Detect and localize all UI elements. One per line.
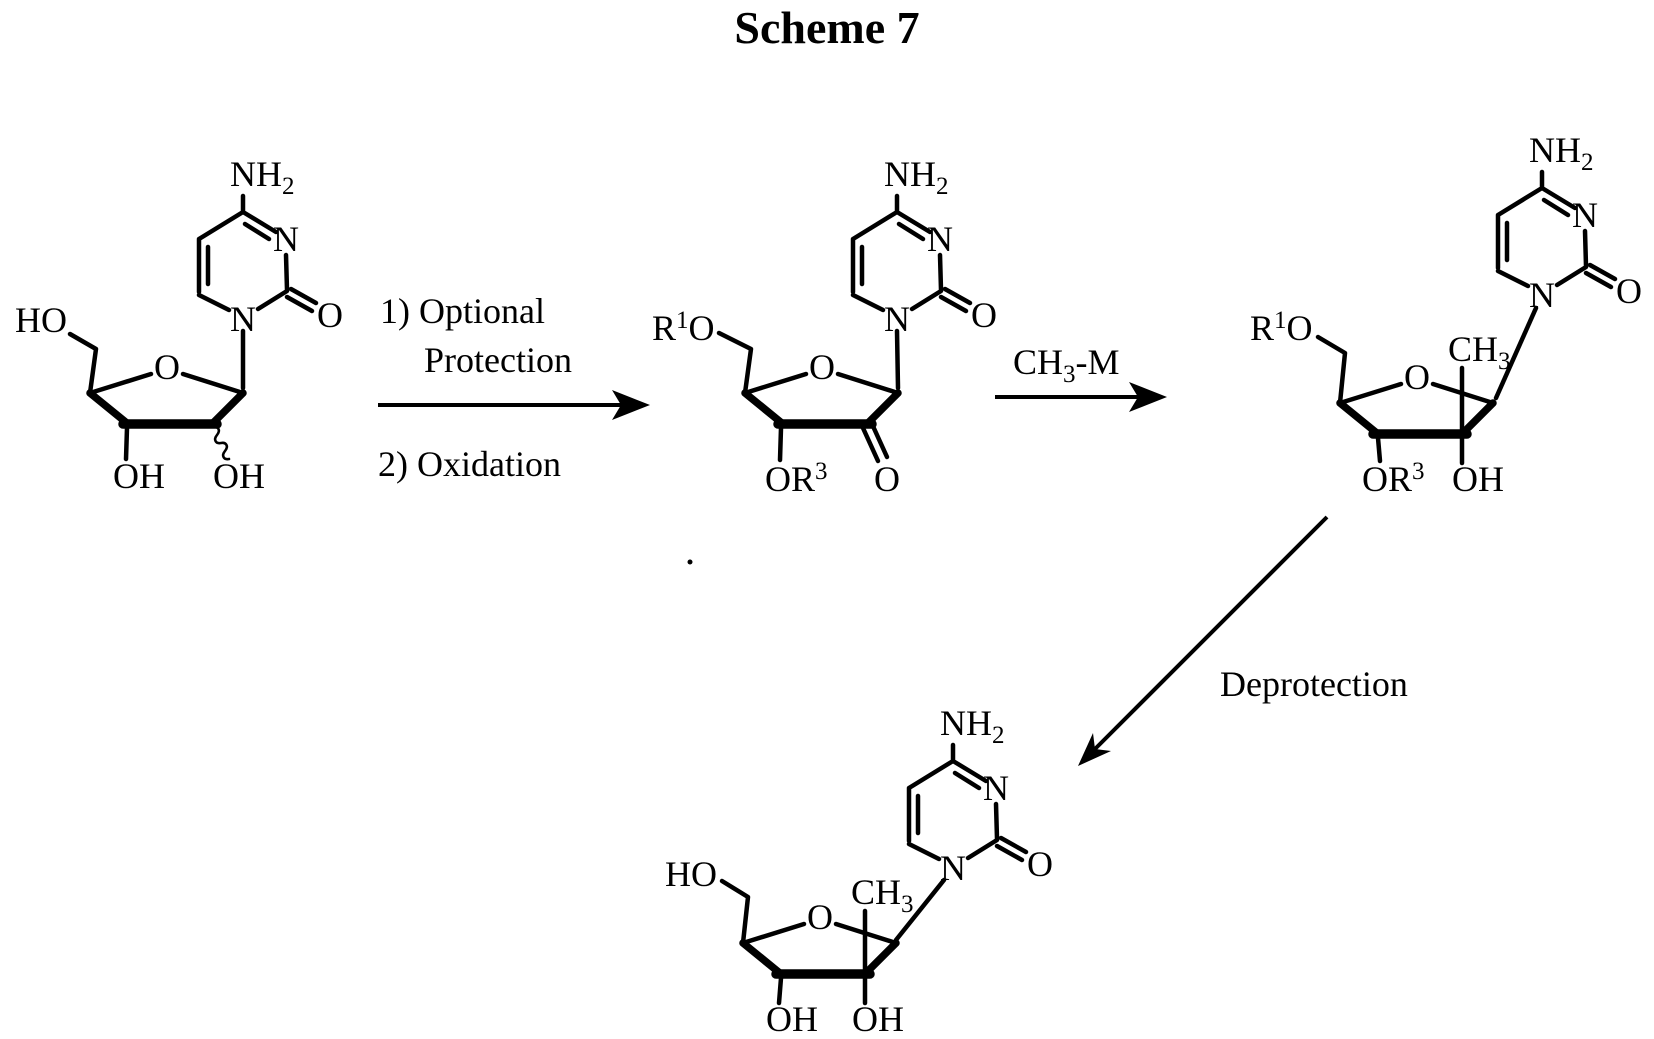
- glycosidic-bond: [894, 328, 901, 391]
- arrow-head: [1078, 733, 1111, 766]
- oh3-label: OH: [766, 999, 818, 1039]
- methyl-label: CH3: [851, 872, 914, 918]
- amino-label: NH2: [230, 154, 295, 200]
- oh2-label: OH: [1452, 459, 1504, 499]
- r1o-label: R1O: [652, 307, 715, 348]
- ring-bonds-thin: [87, 371, 246, 396]
- n3-label: N: [927, 219, 953, 259]
- structure-4-product: NH2 N N O O HO OH CH3 OH: [665, 703, 1053, 1039]
- step3-condition-label: Deprotection: [1220, 664, 1408, 704]
- amino-label: NH2: [940, 703, 1005, 749]
- glycosidic-bond: [893, 877, 947, 943]
- r1o-label: R1O: [1250, 307, 1313, 348]
- ring-wedge-left: [741, 389, 787, 428]
- oh3-label: OH: [113, 456, 165, 496]
- ring-wedge-right: [208, 389, 247, 428]
- cytosine-base: NH2 N N O: [196, 154, 343, 339]
- ring-o-label: O: [154, 347, 180, 387]
- glycosidic-bond: [1493, 305, 1539, 401]
- c5-chain-bonds: [719, 878, 751, 946]
- ring-o-label: O: [809, 347, 835, 387]
- reaction-arrow-1: 1) Optional Protection 2) Oxidation: [378, 291, 650, 484]
- reaction-arrow-3: Deprotection: [1078, 515, 1408, 766]
- oh2-label: OH: [852, 999, 904, 1039]
- ring-bonds-thin: [742, 371, 901, 396]
- cytosine-base: NH2 N N O: [850, 154, 997, 339]
- ketone-o-label: O: [874, 459, 900, 499]
- pyrimidine-ring-bonds: [196, 193, 319, 314]
- arrow-head: [1129, 382, 1167, 412]
- c3-or3-bond: [1375, 435, 1383, 464]
- c3-oh-bond: [123, 425, 130, 462]
- ring-wedge-left: [739, 939, 785, 978]
- ribose-ring: O: [741, 347, 902, 429]
- c5-chain-bonds: [716, 330, 754, 396]
- c5-chain-bonds: [67, 331, 99, 396]
- c3-oh-bond: [776, 975, 784, 1006]
- step1-condition-line3: 2) Oxidation: [378, 444, 561, 484]
- carbonyl-o-label: O: [971, 295, 997, 335]
- ink-speck: [687, 559, 693, 565]
- reaction-arrow-2: CH3-M: [995, 342, 1167, 412]
- step1-condition-line1: 1) Optional: [380, 291, 545, 331]
- step1-condition-line2: Protection: [424, 340, 572, 380]
- cytosine-base: NH2 N N O: [906, 703, 1053, 888]
- amino-label: NH2: [884, 154, 949, 200]
- ribose-ring: O: [86, 347, 247, 429]
- pyrimidine-ring-bonds: [850, 193, 973, 314]
- pyrimidine-ring-bonds: [1495, 169, 1618, 290]
- arrow-line: [1093, 515, 1329, 751]
- n3-label: N: [1572, 195, 1598, 235]
- or3-label: OR3: [1362, 458, 1425, 499]
- amino-label: NH2: [1529, 130, 1594, 176]
- ribose-ring: O: [739, 897, 900, 979]
- carbonyl-o-label: O: [1616, 271, 1642, 311]
- arrow-head: [612, 390, 650, 420]
- structure-2-ketone-intermediate: NH2 N N O O R1O OR3 O: [652, 154, 997, 499]
- structure-3-methyl-adduct: NH2 N N O O R1O OR3 CH3 OH: [1250, 130, 1642, 499]
- ring-wedge-right: [1458, 399, 1497, 438]
- structure-1-cytidine: NH2 N N O O HO OH OH: [15, 154, 343, 496]
- ho5-label: HO: [15, 300, 67, 340]
- n3-label: N: [983, 768, 1009, 808]
- carbonyl-o-label: O: [1027, 844, 1053, 884]
- step2-reagent-label: CH3-M: [1013, 342, 1120, 388]
- methyl-label: CH3: [1448, 329, 1511, 375]
- ring-o-label: O: [807, 897, 833, 937]
- carbonyl-o-label: O: [317, 295, 343, 335]
- n3-label: N: [273, 219, 299, 259]
- c3-or3-bond: [777, 425, 784, 463]
- ring-wedge-left: [1336, 399, 1382, 438]
- ho5-label: HO: [665, 854, 717, 894]
- or3-label: OR3: [765, 458, 828, 499]
- pyrimidine-ring-bonds: [906, 742, 1029, 863]
- ring-wedge-right: [861, 939, 900, 978]
- ring-wedge-right: [863, 389, 902, 428]
- scheme-title: Scheme 7: [734, 2, 919, 53]
- oh2-label: OH: [213, 456, 265, 496]
- c2-wavy-bond: [211, 425, 231, 461]
- ring-o-label: O: [1404, 357, 1430, 397]
- c5-chain-bonds: [1315, 334, 1348, 406]
- c2-ketone-double-bond: [860, 421, 890, 464]
- cytosine-base: NH2 N N O: [1495, 130, 1642, 315]
- n1-label: N: [1529, 275, 1555, 315]
- ring-wedge-left: [86, 389, 132, 428]
